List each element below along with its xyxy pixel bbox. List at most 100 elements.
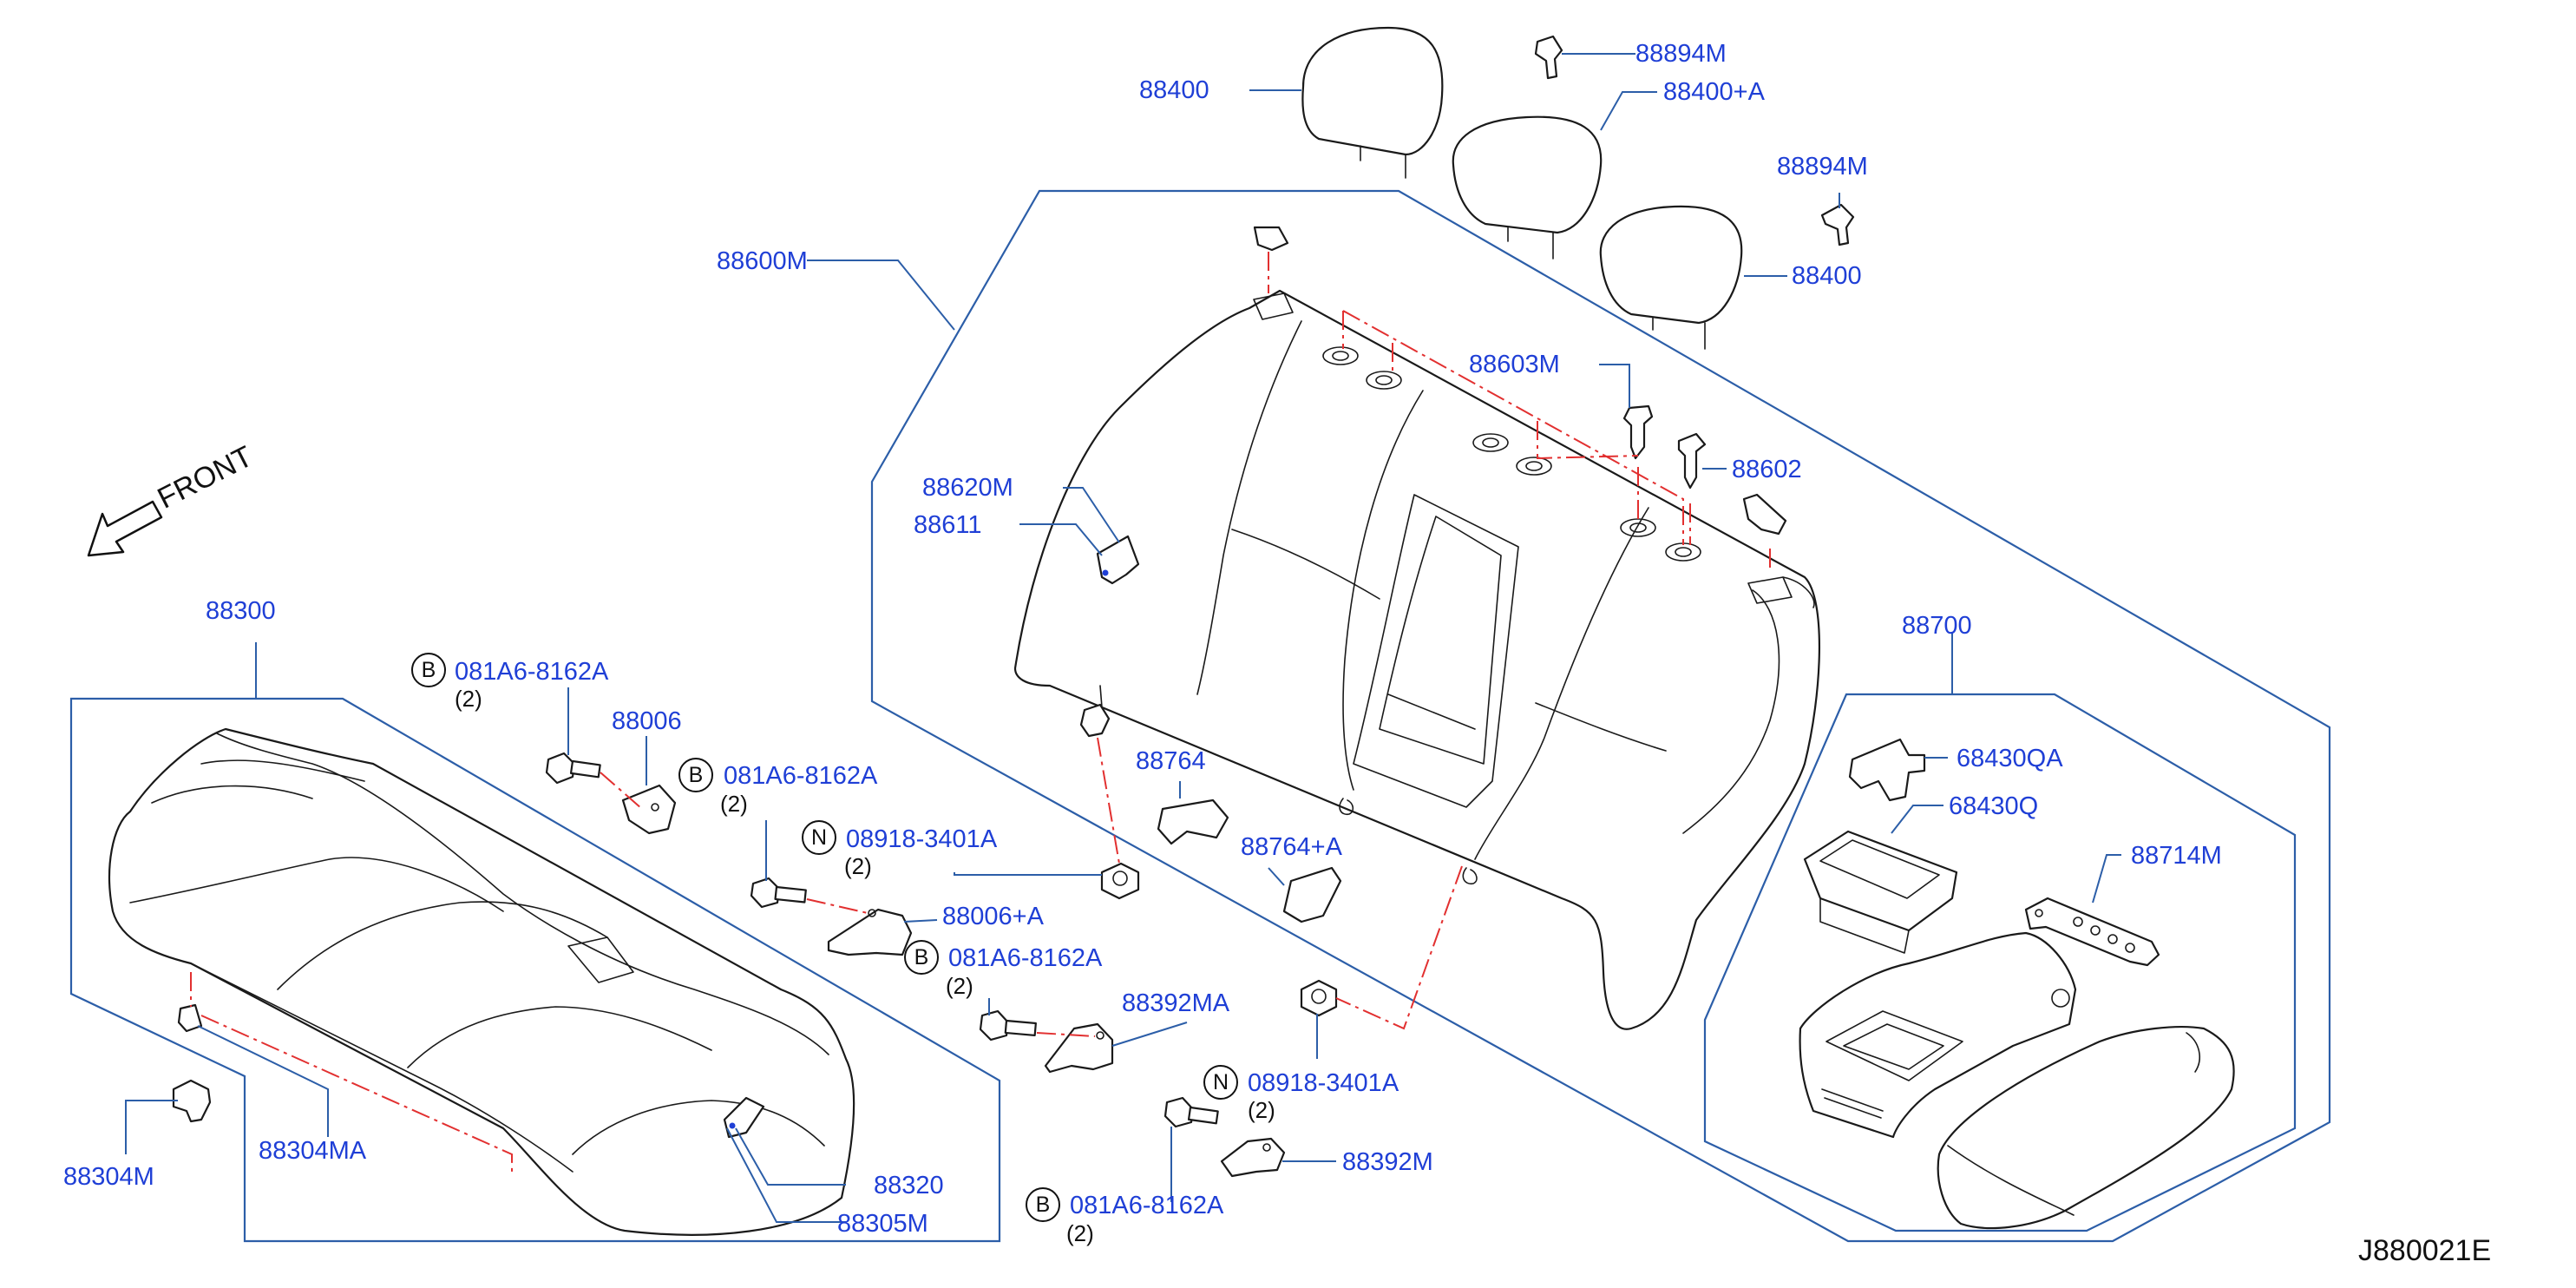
nut-marker-1: N [802,820,836,855]
bolt-marker-4: B [1026,1187,1060,1222]
qty-bolt-3: (2) [946,973,973,999]
label-armrest-assy: 88700 [1902,612,1972,640]
label-armrest-bracket: 88714M [2131,842,2222,870]
label-holder: 88603M [1469,351,1560,378]
label-headrest-left: 88400 [1139,76,1209,104]
front-arrow-icon [87,500,163,557]
bracket-88006-drawing [621,784,677,835]
bracket-88006a-drawing [827,908,913,956]
alignment-line [806,898,868,914]
bracket-88764-drawing [1157,798,1229,845]
alignment-line [1097,737,1120,864]
label-cup-holder-qa: 68430QA [1957,745,2063,772]
leader-line [954,872,1102,876]
label-headrest-center: 88400+A [1663,78,1765,106]
clip-right-drawing [1820,203,1855,246]
bolt-2-drawing [750,877,807,909]
cup-holder-q-drawing [1803,830,1958,954]
alignment-line [1342,310,1684,545]
armrest-group-outline [1703,693,2297,1232]
leader-line [726,1127,846,1223]
headrest-center-drawing [1452,115,1603,260]
leader-line [1019,523,1103,556]
trim-88620m-drawing [1096,535,1140,585]
qty-bolt-1: (2) [455,686,482,712]
leader-line [903,919,938,923]
label-bracket-88006: 88006 [612,707,682,735]
qty-nut-1: (2) [844,853,872,879]
pin-88603m-drawing [1622,404,1654,460]
alignment-line [1036,1032,1096,1037]
leader-line [1111,1022,1188,1047]
label-88320-drawing [723,1096,765,1139]
hook-88304m-drawing [172,1079,212,1123]
label-clip-top: 88894M [1635,40,1727,68]
armrest-base-drawing [1799,931,2077,1139]
bolt-marker-3: B [904,940,939,975]
bracket-88392ma-drawing [1044,1022,1114,1074]
bolt-3-drawing [979,1009,1037,1042]
clip-seatback-top-drawing [1253,226,1289,252]
bolt-4-drawing [1163,1096,1219,1128]
label-bracket-88392m: 88392M [1342,1148,1433,1176]
leader-line [1063,487,1120,543]
label-seatback-assy: 88600M [717,247,808,275]
qty-bolt-4: (2) [1066,1220,1094,1246]
leader-line [2092,854,2121,904]
seatback-drawing [1013,289,1820,1030]
nut-marker-2: N [1203,1065,1238,1100]
label-trim-88620m: 88620M [922,474,1013,502]
label-cup-holder-q: 68430Q [1949,792,2039,820]
leader-line [807,260,955,331]
leader-line [1599,364,1630,408]
alignment-line [600,772,643,810]
leader-line [197,1025,329,1137]
headrest-right-drawing [1599,205,1743,350]
bolt-1-drawing [545,752,601,785]
label-trim-88611: 88611 [914,511,982,539]
label-bracket-88392ma: 88392MA [1122,989,1230,1017]
armrest-bracket-drawing [2024,897,2160,967]
label-bracket-88764a: 88764+A [1241,833,1342,861]
label-bolt-1: 081A6-8162A [455,658,609,686]
seatback-group-outline [870,189,2331,1243]
label-bolt-2: 081A6-8162A [724,762,878,790]
bracket-88764a-drawing [1282,866,1342,923]
qty-bolt-2: (2) [720,791,748,817]
label-cushion-assy: 88300 [206,597,276,625]
figure-code: J880021E [2358,1234,2492,1267]
leader-line [125,1100,178,1154]
hook-88304ma-drawing [177,1003,203,1033]
bolt-marker-1: B [411,653,446,687]
label-guide: 88602 [1732,456,1802,483]
label-nut-1: 08918-3401A [846,825,998,853]
label-bracket-88006a: 88006+A [942,903,1044,930]
label-88320: 88320 [874,1172,944,1199]
label-hook-88304m: 88304M [63,1163,154,1191]
label-bolt-4: 081A6-8162A [1070,1192,1224,1219]
label-clip-right: 88894M [1777,153,1868,181]
seat-cushion-drawing [108,727,855,1236]
alignment-line [1392,343,1639,460]
clip-top-drawing [1534,35,1563,80]
label-88305m: 88305M [837,1210,928,1238]
label-headrest-right: 88400 [1792,262,1862,290]
bracket-88392m-drawing [1220,1137,1286,1178]
label-nut-2: 08918-3401A [1248,1069,1399,1097]
label-bolt-3: 081A6-8162A [948,944,1103,972]
leader-line [1600,91,1657,131]
cushion-group-outline [69,697,1001,1243]
leader-line [1891,805,1943,834]
leader-line [1268,867,1285,886]
qty-nut-2: (2) [1248,1097,1275,1123]
armrest-pad-drawing [1937,1026,2235,1230]
cup-holder-qa-drawing [1848,738,1926,802]
alignment-line [1335,865,1463,1030]
bracket-hook-drawing [1079,703,1111,738]
clip-seatback-right-drawing [1742,493,1787,536]
nut-seatback-drawing [1100,862,1140,900]
label-bracket-88764: 88764 [1136,747,1206,775]
alignment-line [190,972,513,1176]
